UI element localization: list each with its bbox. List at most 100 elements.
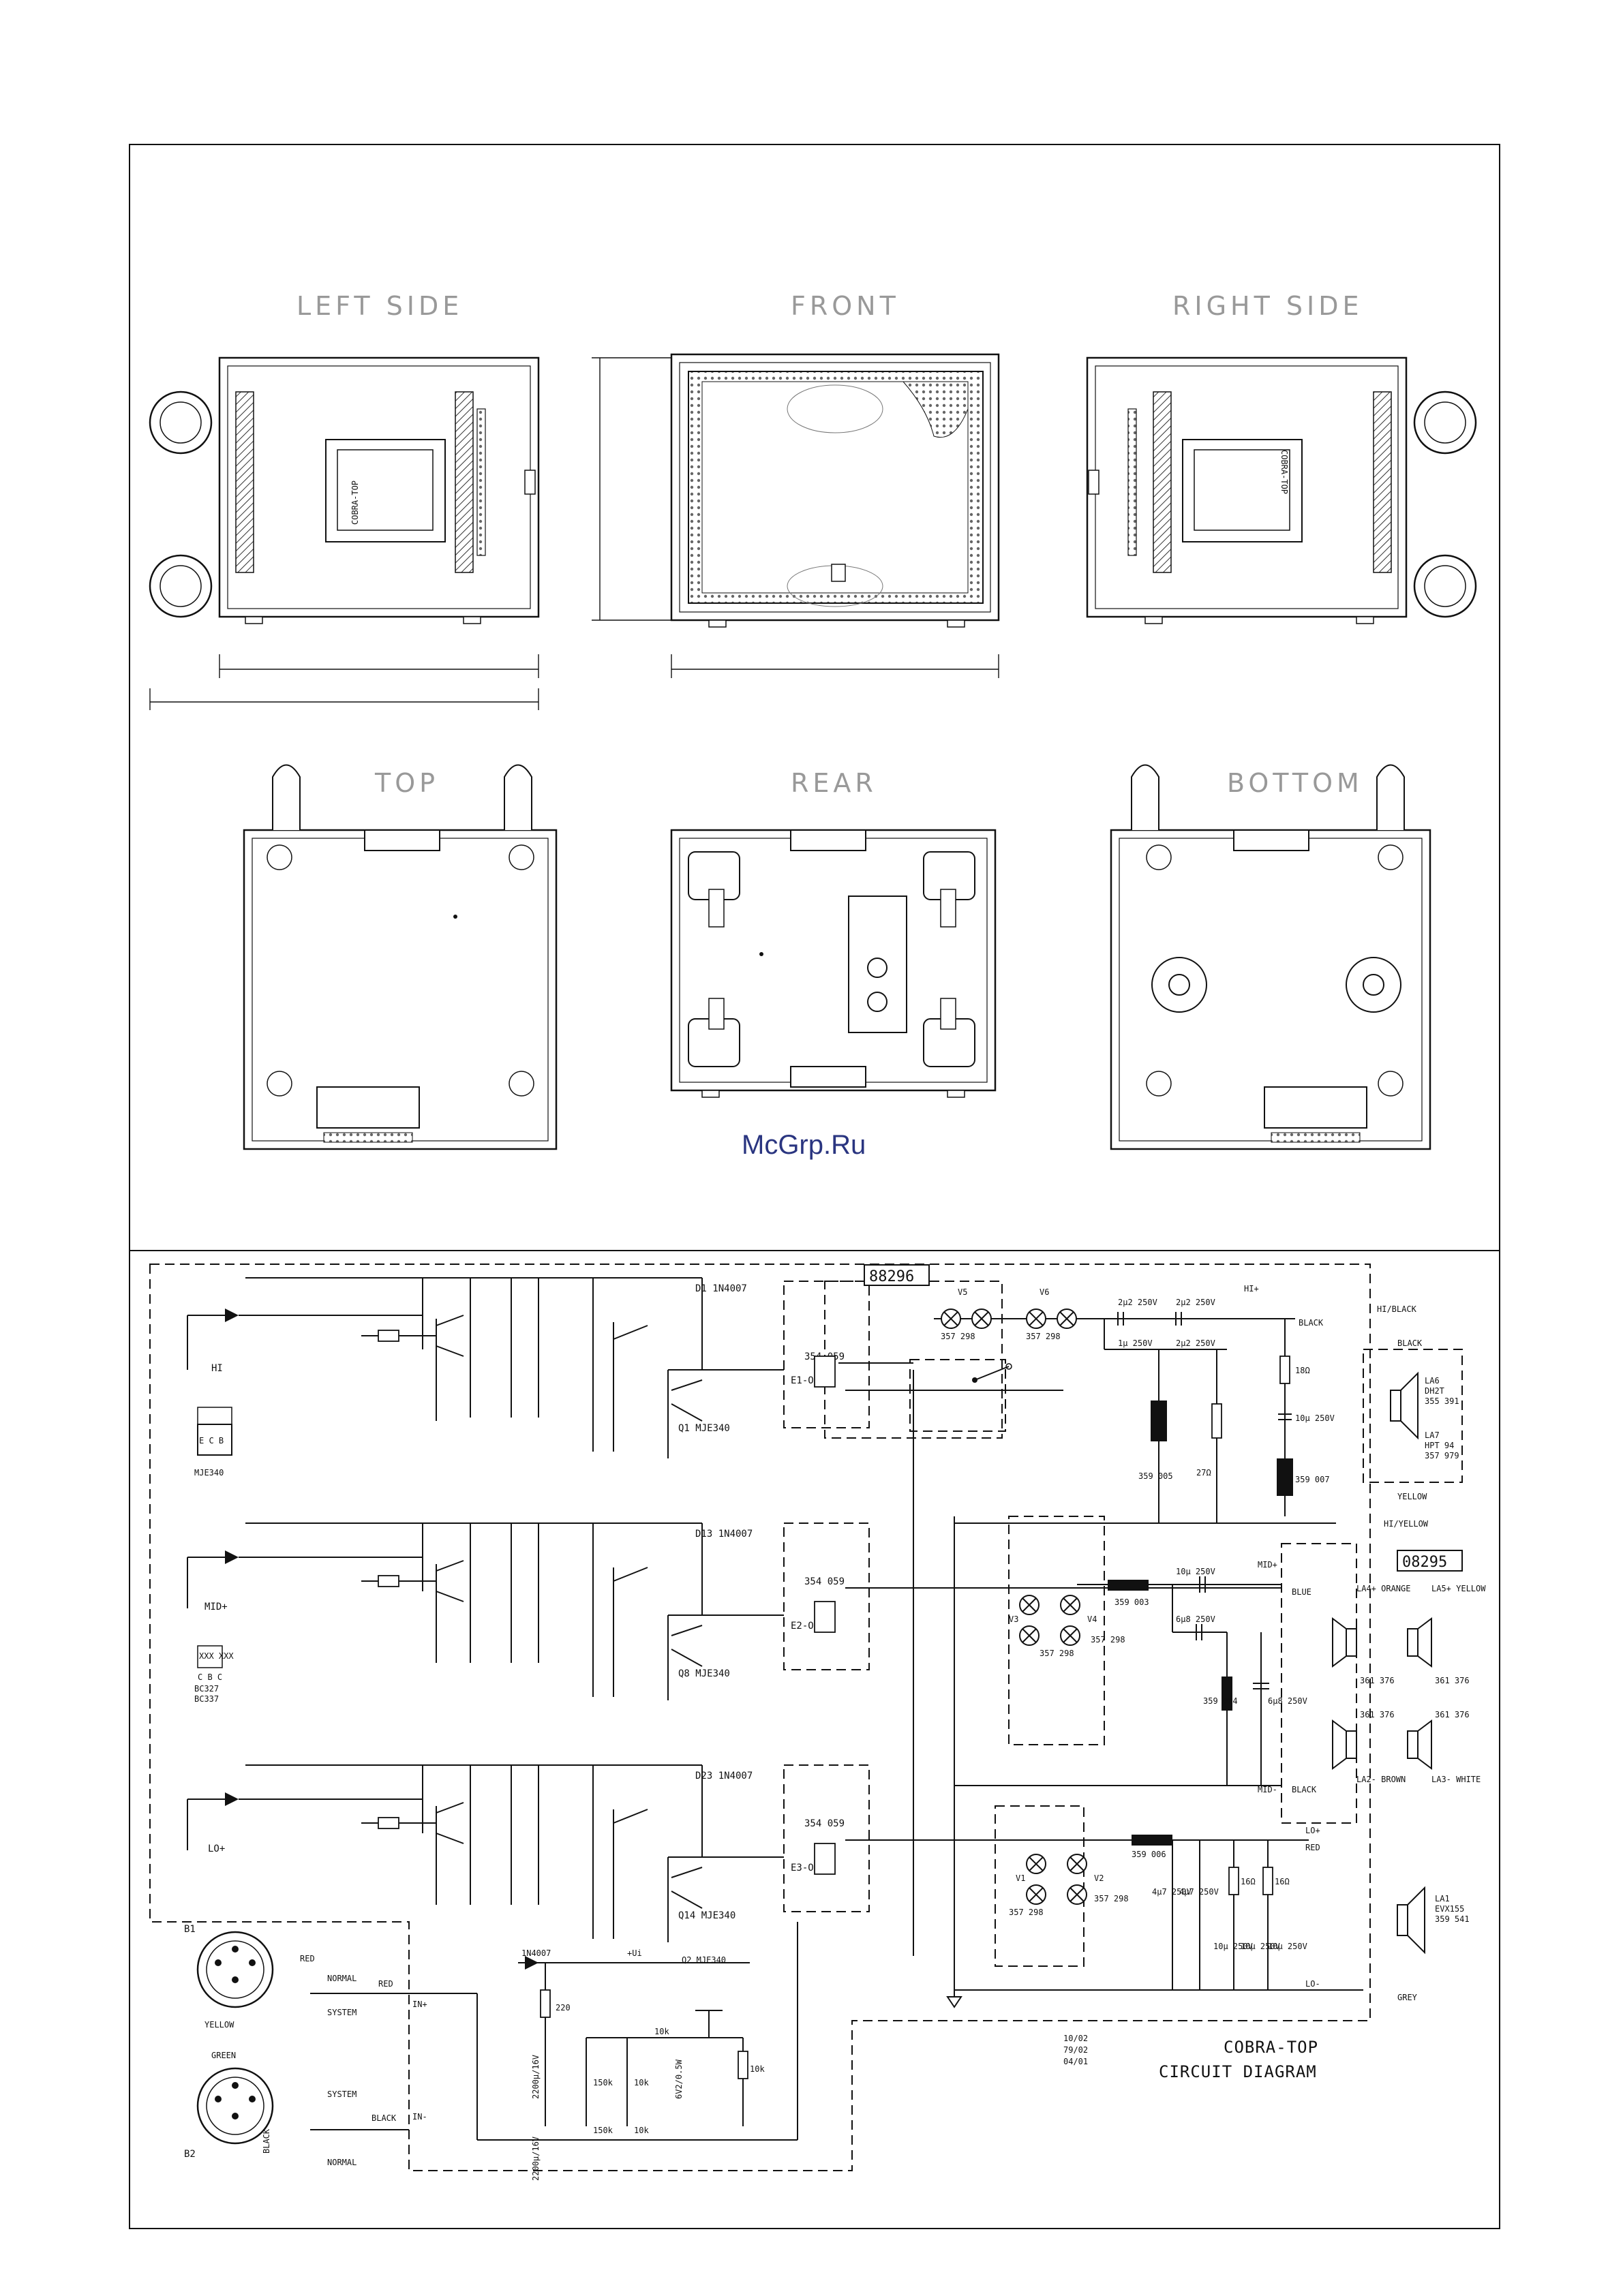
lamp-v3-part: 357 298 <box>1040 1649 1074 1658</box>
wire-lo-minus: LO- <box>1305 1979 1320 1989</box>
speakers: LA6 DH2T 355 391 LA7 HPT 94 357 979 LA4+… <box>1332 1371 1486 1955</box>
wire-mid-minus: MID- <box>1258 1785 1277 1794</box>
date-3: 04/01 <box>1063 2057 1088 2066</box>
comp-c8: 6µ8 250V <box>1268 1696 1307 1706</box>
input-connectors: B1 B2 NORMAL SYSTEM SYSTEM NORMAL RED YE… <box>184 1922 798 2167</box>
lo-crossover: V1 357 298 V2 357 298 359 006 4µ7 250V 4… <box>954 1826 1418 2002</box>
comp-c2: 4µ7 250V <box>1179 1887 1219 1897</box>
lamp-v5-part: 357 298 <box>941 1332 975 1341</box>
mid-crossover: V3 357 298 V4 357 298 359 003 10µ 250V 6… <box>954 1560 1317 1794</box>
psu-r25: 220 <box>556 2003 571 2012</box>
wire-color-yellow: YELLOW <box>204 2020 234 2030</box>
spk-la1-model: EVX155 <box>1435 1904 1464 1914</box>
lamp-v4-part: 357 298 <box>1091 1635 1125 1644</box>
wire-lo-plus: LO+ <box>1305 1826 1320 1835</box>
wire-grey: GREY <box>1397 1993 1418 2002</box>
comp-c6: 10µ 250V <box>1176 1567 1215 1576</box>
spk-la4-model: 361 376 <box>1360 1676 1395 1685</box>
comp-c13: 10µ 250V <box>1295 1413 1335 1423</box>
psu-r23: 10k <box>634 2078 649 2087</box>
channel-hi: HI E1-O 354 059 Q1 MJE340 D1 1N4007 <box>187 1277 845 1458</box>
comp-r4: 16Ω <box>1275 1877 1290 1886</box>
comp-r3: 18Ω <box>1295 1366 1310 1375</box>
switch-system-1: SYSTEM <box>327 2008 357 2017</box>
title-block: 10/02 79/02 04/01 COBRA-TOP CIRCUIT DIAG… <box>1063 2034 1318 2081</box>
comp-c9: 2µ2 250V <box>1118 1298 1157 1307</box>
schematic-title: COBRA-TOP <box>1224 2038 1318 2057</box>
wire-hi-slash-black: HI/BLACK <box>1377 1304 1417 1314</box>
rear-view <box>670 829 997 1098</box>
bottom-view <box>1110 764 1431 1150</box>
wire-in-plus: IN+ <box>412 2000 427 2009</box>
comp-l3: 359 004 <box>1203 1696 1238 1706</box>
dimension-lines-left <box>149 654 539 710</box>
connector-b2: B2 <box>184 2149 196 2160</box>
comp-c1: 4µ7 250V <box>1152 1887 1192 1897</box>
comp-c7: 6µ8 250V <box>1176 1614 1215 1624</box>
comp-l2: 359 003 <box>1114 1597 1149 1607</box>
ch1-diode: D1 1N4007 <box>695 1283 747 1294</box>
psu-ui: +Ui <box>627 1948 642 1958</box>
pinout-bc337: BC337 <box>194 1694 219 1704</box>
spk-la7-part: 357 979 <box>1425 1451 1459 1460</box>
lamp-v3: V3 <box>1009 1614 1018 1624</box>
left-panel-badge: COBRA-TOP <box>350 480 360 525</box>
ch1-input: HI <box>211 1363 223 1374</box>
comp-r2: 27Ω <box>1196 1468 1211 1478</box>
psu-r26: 10k <box>750 2064 765 2074</box>
psu-r22: 150k <box>593 2126 613 2135</box>
spk-la6-part: 355 391 <box>1425 1396 1459 1406</box>
comp-c4: 10µ 250V <box>1241 1942 1280 1951</box>
wire-color-green: GREEN <box>211 2051 236 2060</box>
comp-l5: 359 007 <box>1295 1475 1330 1484</box>
lamp-v5: V5 <box>958 1287 967 1297</box>
psu-d15: 6V2/0.5W <box>674 2059 684 2099</box>
wire-black-in: BLACK <box>371 2113 397 2123</box>
spk-la1: LA1 <box>1435 1894 1450 1903</box>
hi-crossover: V5 357 298 V6 357 298 2µ2 250V 2µ2 250V … <box>934 1284 1429 1529</box>
pinout-xxx: XXX XXX <box>199 1651 234 1661</box>
title-rear: REAR <box>791 768 877 798</box>
spk-la7: LA7 <box>1425 1430 1440 1440</box>
ch3-relay: E3-O <box>791 1863 814 1873</box>
ch2-out-transistor: Q8 MJE340 <box>678 1668 730 1679</box>
box-id-08295: 08295 <box>1402 1554 1447 1571</box>
wire-red-in: RED <box>378 1979 393 1989</box>
lamp-v1-part: 357 298 <box>1009 1908 1044 1917</box>
comp-c5: 10µ 250V <box>1268 1942 1307 1951</box>
circuit-diagram: 88296 08295 H <box>149 1264 1486 2181</box>
title-front: FRONT <box>791 291 900 321</box>
power-supply: 1N4007 +Ui 220 2200µ/16V 2200µ/16V 150k … <box>518 1948 765 2181</box>
ch3-diode: D23 1N4007 <box>695 1771 753 1781</box>
comp-l4: 359 005 <box>1138 1471 1173 1481</box>
spk-la3-model: 361 376 <box>1435 1710 1470 1719</box>
wire-mid-plus: MID+ <box>1258 1560 1277 1570</box>
psu-r10: 10k <box>654 2027 669 2036</box>
spk-la2-model: 361 376 <box>1360 1710 1395 1719</box>
psu-r21: 150k <box>593 2078 613 2087</box>
watermark: McGrp.Ru <box>742 1130 866 1160</box>
ch2-input: MID+ <box>204 1602 228 1612</box>
right-panel-badge: COBRA-TOP <box>1279 450 1289 494</box>
lamp-v6: V6 <box>1040 1287 1049 1297</box>
spk-la2: LA2- BROWN <box>1356 1775 1406 1784</box>
switch-system-2: SYSTEM <box>327 2090 357 2099</box>
lamp-v1: V1 <box>1016 1873 1025 1883</box>
spk-la7-model: HPT 94 <box>1425 1441 1454 1450</box>
comp-c11: 1µ 250V <box>1118 1338 1153 1348</box>
psu-c16: 2200µ/16V <box>531 2055 541 2099</box>
page-frame <box>129 144 1500 2229</box>
wire-red-lo: RED <box>1305 1843 1320 1852</box>
wire-black-2: BLACK <box>1397 1338 1423 1348</box>
spk-la1-part: 359 541 <box>1435 1914 1470 1924</box>
title-bottom: BOTTOM <box>1227 768 1363 798</box>
wire-hi-yellow: HI/YELLOW <box>1384 1519 1429 1529</box>
switch-normal-1: NORMAL <box>327 1974 357 1983</box>
top-view <box>243 764 558 1150</box>
spk-la4: LA4+ ORANGE <box>1356 1584 1410 1593</box>
psu-d8: 1N4007 <box>521 1948 551 1958</box>
title-right-side: RIGHT SIDE <box>1172 291 1363 321</box>
date-1: 10/02 <box>1063 2034 1088 2043</box>
ch2-diode: D13 1N4007 <box>695 1529 753 1540</box>
spk-la3: LA3- WHITE <box>1431 1775 1481 1784</box>
